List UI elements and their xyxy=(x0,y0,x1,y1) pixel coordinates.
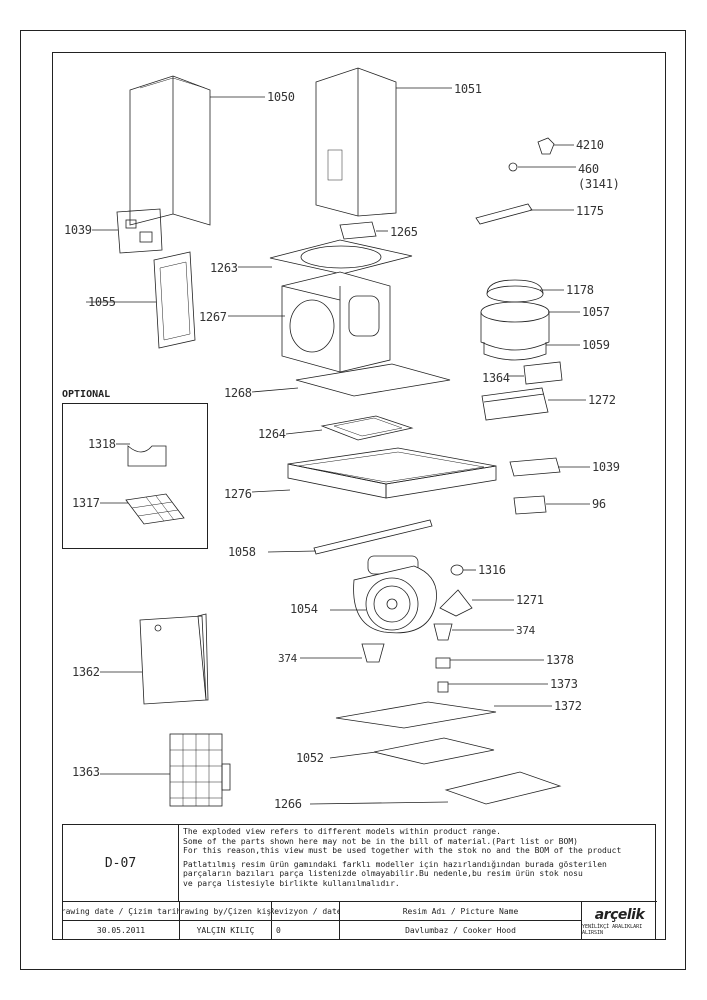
part-1054-blower xyxy=(330,555,437,634)
note-en-3: For this reason,this view must be used t… xyxy=(183,846,622,856)
drawing-notes: The exploded view refers to different mo… xyxy=(179,825,657,901)
label-1378: 1378 xyxy=(546,653,574,667)
label-1373: 1373 xyxy=(550,677,578,691)
part-374-left xyxy=(300,643,385,663)
part-1267-box xyxy=(228,271,391,373)
label-3141: (3141) xyxy=(578,177,620,191)
label-1316: 1316 xyxy=(478,563,506,577)
label-4210: 4210 xyxy=(576,138,604,152)
label-1318: 1318 xyxy=(88,437,116,451)
part-1378 xyxy=(435,657,544,669)
label-460: 460 xyxy=(578,162,599,176)
label-1058: 1058 xyxy=(228,545,256,559)
drawing-code: D-07 xyxy=(63,825,179,901)
part-1271 xyxy=(439,589,514,617)
part-1050-chimney xyxy=(129,75,265,226)
note-tr-3: ve parça listesiyle birlikte kullanılmal… xyxy=(183,878,400,888)
note-en-1: The exploded view refers to different mo… xyxy=(183,827,501,836)
value-drawing-by: YALÇIN KILIÇ xyxy=(179,920,271,940)
brand-tagline: YENİLİKÇİ ARALIKLARI ALIRSIN xyxy=(582,923,643,936)
label-1265: 1265 xyxy=(390,225,418,239)
header-drawing-date: Drawing date / Çizim tarihi xyxy=(63,901,179,920)
value-drawing-date: 30.05.2011 xyxy=(63,920,179,940)
label-1272: 1272 xyxy=(588,393,616,407)
part-1263-top-frame xyxy=(238,239,413,275)
part-1362-panel xyxy=(100,613,209,705)
value-picture-name: Davlumbaz / Cooker Hood xyxy=(339,920,581,940)
header-revision: Revizyon / date xyxy=(271,901,339,920)
part-1266-bottom xyxy=(309,771,562,805)
label-1263: 1263 xyxy=(210,261,238,275)
part-1318 xyxy=(116,443,167,467)
label-1055: 1055 xyxy=(88,295,116,309)
label-1178: 1178 xyxy=(566,283,594,297)
note-tr-2: parçaların bazıları parça listenizde olm… xyxy=(183,869,583,879)
part-1175 xyxy=(475,203,574,225)
optional-label: OPTIONAL xyxy=(62,389,111,400)
label-1175: 1175 xyxy=(576,204,604,218)
label-1364: 1364 xyxy=(482,371,510,385)
outer-frame xyxy=(20,30,686,970)
label-1050: 1050 xyxy=(267,90,295,104)
part-1272 xyxy=(481,387,586,421)
part-1373 xyxy=(437,681,548,693)
part-1363-grid xyxy=(100,733,231,807)
label-374-right: 374 xyxy=(516,624,535,637)
label-1271: 1271 xyxy=(516,593,544,607)
part-1057-motor xyxy=(480,279,580,361)
part-1364 xyxy=(508,361,563,385)
value-revision: 0 xyxy=(271,920,339,940)
label-1268: 1268 xyxy=(224,386,252,400)
part-1039-board-right xyxy=(509,457,590,477)
header-picture-name: Resim Adı / Picture Name xyxy=(339,901,581,920)
label-1266: 1266 xyxy=(274,797,302,811)
part-1264-grille xyxy=(285,415,414,441)
label-1267: 1267 xyxy=(199,310,227,324)
part-1055-panel xyxy=(86,251,196,349)
part-1317-grid xyxy=(100,493,185,525)
part-1039-board xyxy=(92,208,163,254)
label-1039: 1039 xyxy=(64,223,92,237)
part-374-right xyxy=(433,623,514,641)
note-tr-1: Patlatılmış resim ürün gamındaki farklı … xyxy=(183,859,607,869)
brand-name: arçelik xyxy=(594,906,645,923)
label-1317: 1317 xyxy=(72,496,100,510)
label-1054: 1054 xyxy=(290,602,318,616)
part-1051-chimney xyxy=(315,67,452,217)
label-1051: 1051 xyxy=(454,82,482,96)
label-1276: 1276 xyxy=(224,487,252,501)
label-1362: 1362 xyxy=(72,665,100,679)
header-drawing-by: Drawing by/Çizen kişi xyxy=(179,901,271,920)
part-1052-filter xyxy=(329,737,495,765)
part-1276-frame xyxy=(251,447,497,499)
arcelik-logo: arçelik YENİLİKÇİ ARALIKLARI ALIRSIN xyxy=(581,901,657,940)
label-1363: 1363 xyxy=(72,765,100,779)
label-374-left: 374 xyxy=(278,652,297,665)
part-96 xyxy=(513,495,590,515)
label-1264: 1264 xyxy=(258,427,286,441)
part-1265-plate xyxy=(339,221,388,240)
part-1316 xyxy=(450,564,476,576)
part-4210 xyxy=(537,137,574,155)
label-96: 96 xyxy=(592,497,606,511)
label-1039-right: 1039 xyxy=(592,460,620,474)
part-1372-glass xyxy=(335,701,552,729)
title-block: D-07 The exploded view refers to differe… xyxy=(62,824,657,940)
label-1372: 1372 xyxy=(554,699,582,713)
part-1058-rail xyxy=(267,519,433,555)
optional-parts-box xyxy=(62,403,208,549)
part-1268-plate xyxy=(251,363,451,397)
part-460 xyxy=(508,162,576,172)
label-1052: 1052 xyxy=(296,751,324,765)
label-1059: 1059 xyxy=(582,338,610,352)
note-en-2: Some of the parts shown here may not be … xyxy=(183,836,578,846)
label-1057: 1057 xyxy=(582,305,610,319)
